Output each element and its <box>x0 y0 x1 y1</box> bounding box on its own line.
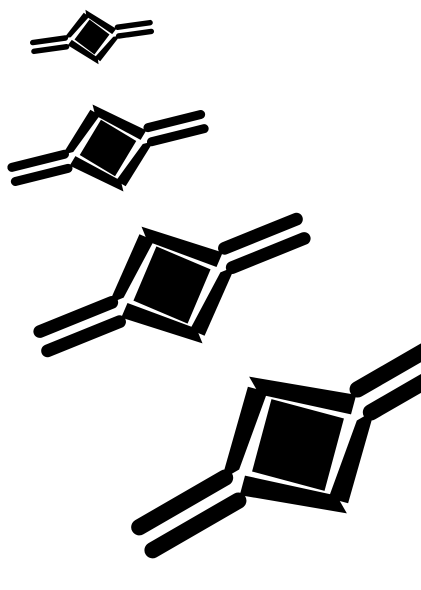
diamond-frame-segment <box>141 226 223 268</box>
diamond-arm-bar <box>349 331 421 398</box>
diamond-arm-bar <box>131 469 234 536</box>
diamond-arm-bar <box>29 35 69 46</box>
diamond-arm-bar <box>31 44 70 55</box>
diamond-frame-icon <box>7 104 209 192</box>
diamond-frame-segment <box>189 266 236 336</box>
diamond-core <box>133 246 211 324</box>
diamond-frame-segment <box>94 35 120 62</box>
diamond-arm-bar <box>362 354 421 421</box>
diamond-arm-bar <box>114 19 153 30</box>
diamond-frame-segment <box>116 141 154 187</box>
diamond-frame-segment <box>69 156 124 192</box>
diamond-core <box>252 399 344 491</box>
diamond-frame-segment <box>108 234 155 304</box>
diamond-arm-bar <box>10 163 73 186</box>
diamond-frame-segment <box>121 302 203 344</box>
diamond-core <box>74 19 110 55</box>
diamond-arm-bar <box>225 232 311 274</box>
diamond-arm-bar <box>115 28 155 39</box>
diamond-frame-segment <box>92 104 147 140</box>
diamond-frame-icon <box>131 331 421 559</box>
diamond-arm-bar <box>33 296 119 338</box>
diamond-arm-bar <box>41 315 126 358</box>
diamond-frame-segment <box>328 410 375 504</box>
diamond-arm-bar <box>146 124 209 147</box>
diamond-frame-segment <box>64 12 90 39</box>
diamond-arm-bar <box>144 492 247 559</box>
diamond-frame-segment <box>85 9 117 35</box>
diamond-frame-segment <box>221 386 268 480</box>
diamond-arm-bar <box>143 110 206 133</box>
diamond-frame-segment <box>62 109 100 155</box>
diamond-frame-segment <box>67 39 99 65</box>
diamond-core <box>79 119 137 177</box>
diamond-frame-icon <box>29 9 155 65</box>
diamond-arm-bar <box>7 149 70 172</box>
diamond-arm-bar <box>218 212 303 255</box>
diamond-frame-segment <box>239 475 347 514</box>
diamond-frame-icon <box>33 212 311 358</box>
diamond-frame-segment <box>249 376 357 415</box>
